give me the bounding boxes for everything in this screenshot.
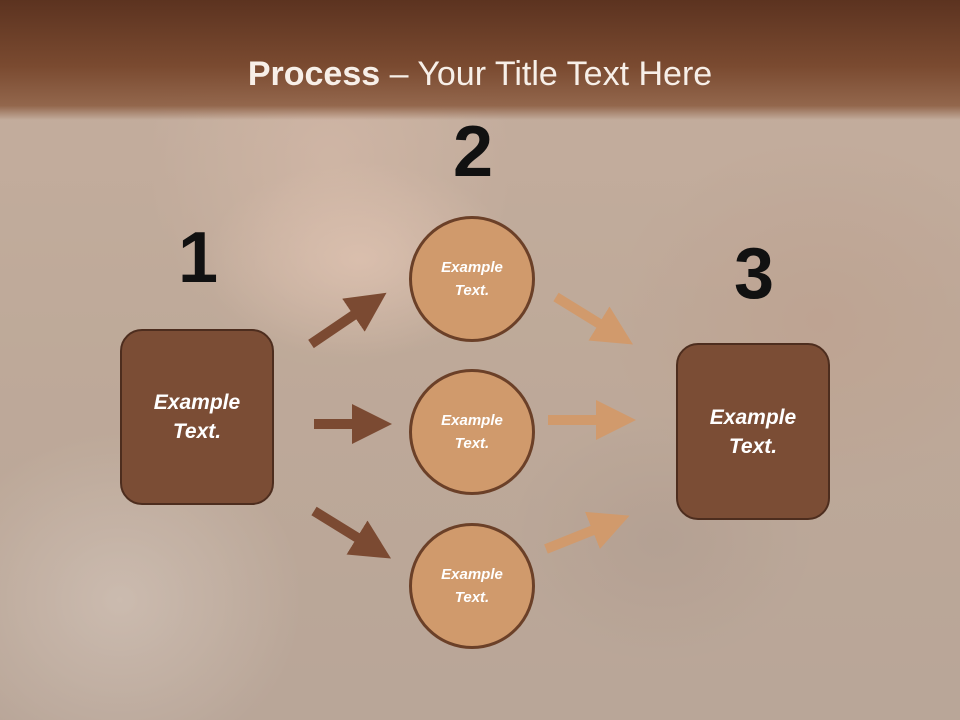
step-circle-middle: Example Text.: [409, 369, 535, 495]
step-box-left-label: Example Text.: [153, 391, 241, 443]
arrow-to-circle-top: [308, 292, 387, 349]
step-circle-bottom-label: Example Text.: [441, 566, 503, 606]
step-circle-middle-label: Example Text.: [441, 412, 503, 452]
step-circle-top-label: Example Text.: [441, 259, 503, 299]
step-box-right-label: Example Text.: [709, 405, 797, 458]
slide-title: Process – Your Title Text Here: [0, 52, 960, 96]
step-number-1: 1: [177, 218, 219, 298]
arrow-to-circle-bottom: [311, 506, 392, 559]
title-rest: – Your Title Text Here: [380, 55, 713, 93]
title-bar: [0, 0, 960, 120]
step-box-right: Example Text.: [676, 343, 830, 520]
title-bold: Process: [247, 55, 381, 93]
step-number-3: 3: [733, 234, 775, 314]
step-number-2: 2: [452, 112, 494, 192]
arrow-from-circle-top: [553, 292, 634, 345]
step-circle-top: Example Text.: [409, 216, 535, 342]
step-box-left: Example Text.: [120, 329, 274, 505]
step-circle-bottom: Example Text.: [409, 523, 535, 649]
arrow-from-circle-bottom: [544, 511, 630, 554]
